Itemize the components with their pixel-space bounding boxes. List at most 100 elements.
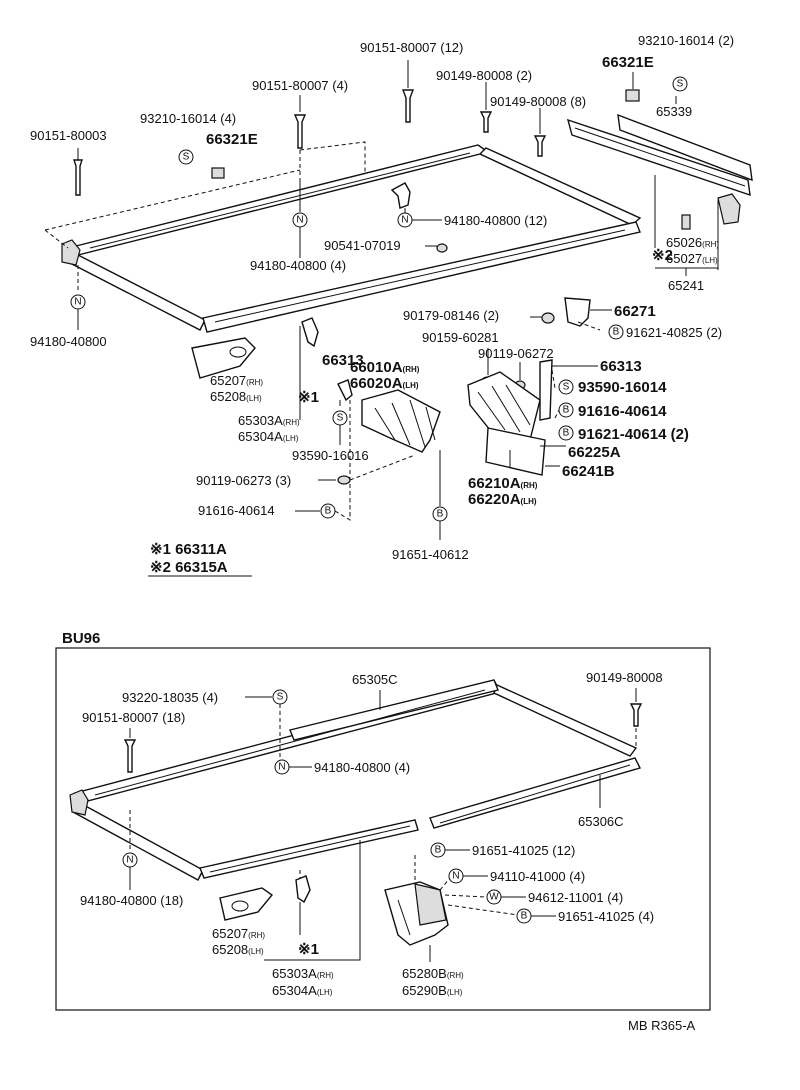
legend-row-1: ※1 66311A (150, 541, 227, 558)
label-66225A: 66225A (568, 444, 621, 461)
svg-text:S: S (337, 413, 344, 424)
label-90149-80008-2: 90149-80008 (2) (436, 68, 532, 83)
bu96-section-frame (55, 647, 711, 1011)
label-65208-lower: 65208(LH) (212, 942, 264, 957)
diagram-code: MB R365-A (628, 1018, 696, 1033)
side-rail-65339 (566, 113, 753, 225)
label-94180-40800-12: 94180-40800 (12) (444, 213, 547, 228)
label-90179-08146: 90179-08146 (2) (403, 308, 499, 323)
mudguard-65280B (384, 881, 449, 946)
label-91616-40614-right: 91616-40614 (578, 403, 667, 420)
screw-90149-80008-2 (479, 111, 493, 133)
label-93590-16014: 93590-16014 (578, 379, 667, 396)
svg-text:S: S (563, 382, 570, 393)
n-circle-symbol: N (70, 294, 86, 310)
s-circle-symbol: S (558, 379, 574, 395)
label-90149-80008-8: 90149-80008 (8) (490, 94, 586, 109)
svg-text:S: S (277, 692, 284, 703)
n-circle-symbol: N (274, 759, 290, 775)
label-91651-41025-12: 91651-41025 (12) (472, 843, 575, 858)
screw-90151-80007-12 (401, 89, 415, 123)
svg-text:B: B (325, 506, 332, 517)
label-65304A: 65304A(LH) (238, 429, 299, 444)
w-circle-symbol: W (486, 889, 502, 905)
label-65207: 65207(RH) (210, 373, 263, 388)
label-93210-16014-2: 93210-16014 (2) (638, 33, 734, 48)
legend: ※1 66311A ※2 66315A (148, 541, 252, 577)
screw-90151-80007-lower (123, 739, 137, 773)
label-94110-41000: 94110-41000 (4) (490, 869, 585, 884)
label-91651-40612: 91651-40612 (392, 547, 469, 562)
svg-text:S: S (183, 152, 190, 163)
svg-text:B: B (613, 327, 620, 338)
label-65339: 65339 (656, 104, 692, 119)
b-circle-symbol: B (558, 425, 574, 441)
svg-text:N: N (452, 871, 459, 882)
svg-text:N: N (278, 762, 285, 773)
label-94180-40800-4-lower: 94180-40800 (4) (314, 760, 410, 775)
label-90541-07019: 90541-07019 (324, 238, 401, 253)
bolt-90119-06273 (337, 475, 351, 485)
b-circle-symbol: B (608, 324, 624, 340)
svg-text:N: N (401, 215, 408, 226)
label-65280B: 65280B(RH) (402, 966, 464, 981)
svg-text:S: S (677, 79, 684, 90)
upper-assembly: 90151-80003 93210-16014 (4) 66321E S 901… (30, 33, 753, 577)
clip-65026 (681, 214, 691, 230)
label-65290B: 65290B(LH) (402, 983, 463, 998)
svg-text:N: N (126, 855, 133, 866)
s-circle-symbol: S (672, 76, 688, 92)
svg-text:N: N (74, 297, 81, 308)
label-66271: 66271 (614, 303, 656, 320)
mudflap-66241B (485, 427, 546, 476)
upper-frame-rail (61, 144, 642, 333)
label-65026: 65026(RH) (666, 235, 719, 250)
label-65306C: 65306C (578, 814, 624, 829)
label-66321E-left: 66321E (206, 131, 258, 148)
label-90151-80003: 90151-80003 (30, 128, 107, 143)
label-65208: 65208(LH) (210, 389, 262, 404)
svg-text:B: B (563, 428, 570, 439)
label-65303A: 65303A(RH) (238, 413, 300, 428)
label-90119-06273: 90119-06273 (3) (196, 473, 291, 488)
bracket-66271 (564, 297, 591, 327)
label-91651-41025-4: 91651-41025 (4) (558, 909, 654, 924)
grommet-90541-07019 (436, 243, 448, 253)
label-90151-80007-4: 90151-80007 (4) (252, 78, 348, 93)
label-90119-06272: 90119-06272 (478, 346, 554, 361)
label-93220-18035: 93220-18035 (4) (122, 690, 218, 705)
nut-66321E-left (211, 167, 225, 179)
label-90151-80007-18: 90151-80007 (18) (82, 710, 185, 725)
n-circle-symbol: N (397, 212, 413, 228)
label-66020A: 66020A(LH) (350, 375, 419, 392)
b-circle-symbol: B (558, 402, 574, 418)
n-circle-symbol: N (292, 212, 308, 228)
label-66010A: 66010A(RH) (350, 359, 420, 376)
b-circle-symbol: B (320, 503, 336, 519)
section-title-bu96: BU96 (62, 630, 100, 647)
mudguard-66010A (361, 389, 441, 453)
label-65303A-lower: 65303A(RH) (272, 966, 334, 981)
screw-90151-80007-4 (293, 114, 307, 149)
svg-text:B: B (563, 405, 570, 416)
lower-assembly: 65305C 90149-80008 93220-18035 (4) S 901… (69, 670, 663, 998)
bracket-65207-lower (219, 887, 274, 921)
mudguard-66210A (467, 371, 541, 449)
clip-66313-left (337, 379, 353, 402)
nut-90179-08146 (541, 312, 555, 324)
label-66210A: 66210A(RH) (468, 475, 538, 492)
label-90149-80008: 90149-80008 (586, 670, 663, 685)
b-circle-symbol: B (430, 842, 446, 858)
nut-66321E-right (625, 89, 640, 102)
label-65304A-lower: 65304A(LH) (272, 983, 333, 998)
label-90159-60281: 90159-60281 (422, 330, 499, 345)
n-circle-symbol: N (122, 852, 138, 868)
mark-1-lower: ※1 (298, 941, 319, 958)
svg-text:W: W (489, 892, 499, 903)
svg-text:B: B (437, 509, 444, 520)
mark-2-upper: ※2 (652, 247, 673, 264)
label-65305C: 65305C (352, 672, 398, 687)
clip-66313-right (539, 359, 553, 421)
label-93590-16016: 93590-16016 (292, 448, 369, 463)
screw-90151-80003 (73, 148, 83, 196)
